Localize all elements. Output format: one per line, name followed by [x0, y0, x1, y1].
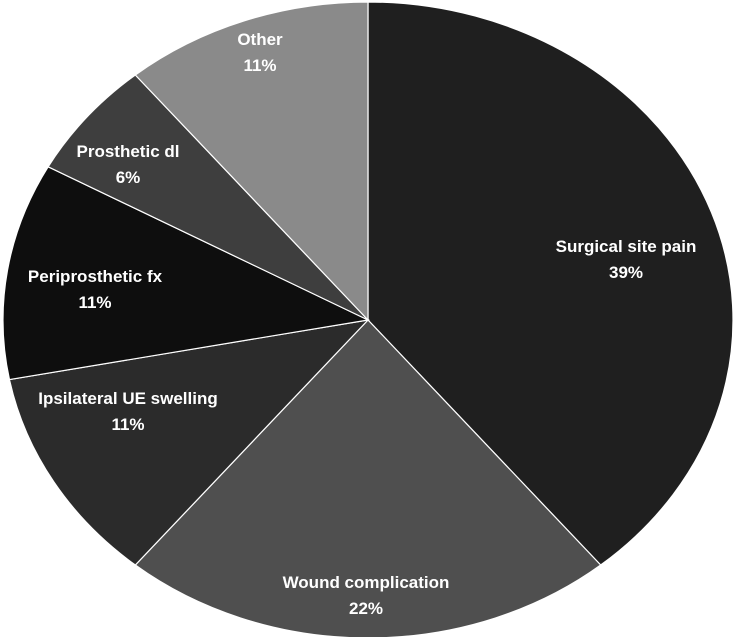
pie-slice-wound-complication [134, 319, 602, 637]
slice-value-label: 39% [609, 263, 643, 282]
slice-label: Ipsilateral UE swelling [38, 389, 218, 408]
pie-slice-ipsilateral-ue-swelling [8, 319, 370, 566]
slice-label: Surgical site pain [556, 237, 697, 256]
slice-value-label: 11% [243, 56, 276, 75]
pie-slice-other [134, 1, 369, 322]
slice-label: Wound complication [283, 573, 450, 592]
slice-label: Prosthetic dl [77, 142, 180, 161]
pie-labels: Surgical site pain 39% Wound complication 2… [28, 30, 696, 618]
slice-value-label: 6% [116, 168, 141, 187]
slice-label: Periprosthetic fx [28, 267, 163, 286]
slice-label: Other [237, 30, 283, 49]
slice-value-label: 22% [349, 599, 383, 618]
pie-slice-surgical-site-pain [367, 1, 734, 566]
pie-slice-prosthetic-dl [47, 74, 369, 321]
slice-value-label: 11% [111, 415, 144, 434]
slice-value-label: 11% [78, 293, 111, 312]
pie-slice-periprosthetic-fx [2, 166, 370, 381]
